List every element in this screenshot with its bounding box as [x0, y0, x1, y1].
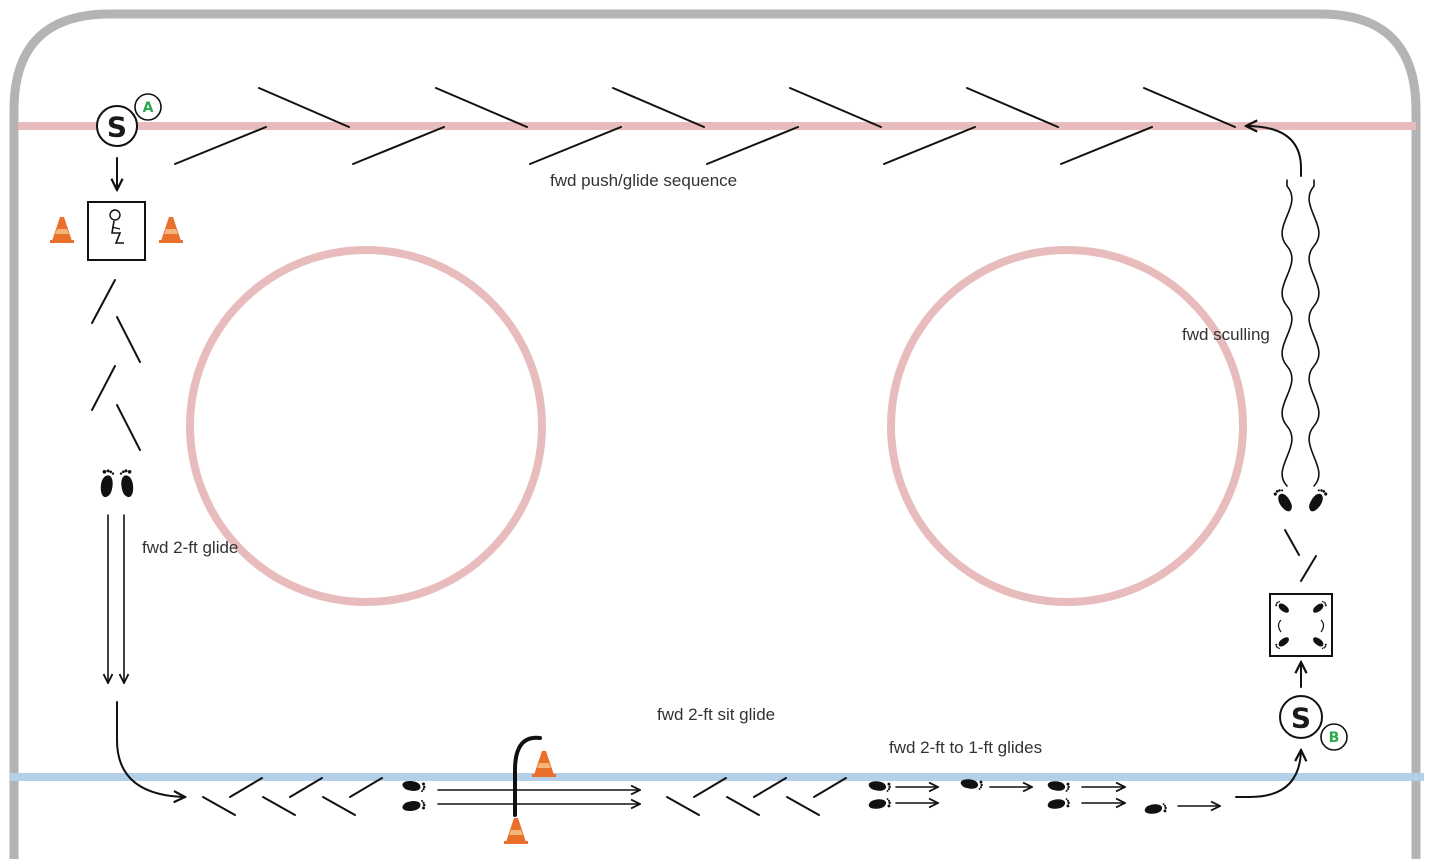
svg-text:S: S	[1291, 702, 1311, 735]
label-sit-glide: fwd 2-ft sit glide	[657, 705, 775, 724]
footprints-icon	[1144, 803, 1167, 814]
start-circle-icon	[1279, 695, 1323, 739]
rink-boards	[9, 9, 1421, 859]
label-2ft-glide: fwd 2-ft glide	[142, 538, 238, 557]
push-glide-strokes	[174, 87, 1236, 165]
label-sculling: fwd sculling	[1182, 325, 1270, 344]
start-b-marker: S B	[1279, 695, 1348, 751]
label-2ft-to-1ft: fwd 2-ft to 1-ft glides	[889, 738, 1042, 757]
sculling-path	[1308, 179, 1320, 487]
faceoff-circle-right	[887, 246, 1247, 606]
footprints-icon	[1271, 486, 1330, 514]
rotating-footprints-icon	[1269, 593, 1333, 657]
traffic-cone-icon	[504, 818, 528, 844]
traffic-cone-icon	[50, 217, 74, 243]
footprints-icon	[100, 469, 134, 498]
svg-text:S: S	[107, 111, 127, 144]
sculling-path	[1281, 179, 1293, 487]
label-push-glide: fwd push/glide sequence	[550, 171, 737, 190]
stroke-sequence-bottom-middle	[666, 777, 847, 816]
stroke-sequence-left	[91, 279, 141, 451]
footprints-icon	[1047, 781, 1070, 809]
traffic-cone-icon	[532, 751, 556, 777]
start-a-marker: S A	[96, 93, 162, 147]
traffic-cone-icon	[159, 217, 183, 243]
footprints-icon	[868, 781, 891, 809]
sitting-skater-icon	[87, 201, 146, 261]
start-circle-icon	[96, 105, 138, 147]
stroke-sequence-bottom-left	[202, 777, 383, 816]
faceoff-circle-left	[186, 246, 546, 606]
badge-a: A	[143, 100, 154, 116]
footprints-icon	[402, 781, 426, 811]
badge-b: B	[1329, 730, 1340, 746]
